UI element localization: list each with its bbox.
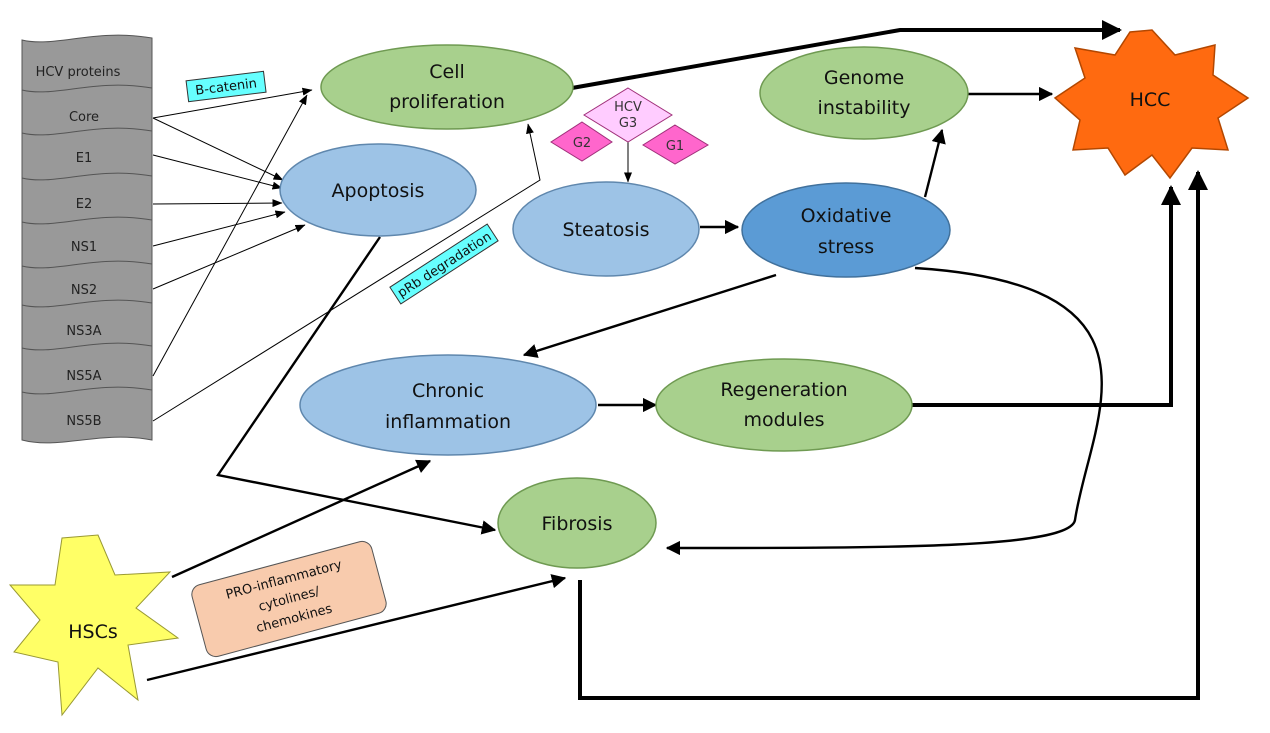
regeneration-modules-label-2: modules bbox=[743, 409, 824, 431]
tag-pro-inflammatory: PRO-inflammatory cytolines/ chemokines bbox=[191, 540, 387, 658]
arrow-e1-to-apoptosis bbox=[152, 154, 283, 190]
protein-banner-ns5b: NS5B bbox=[21, 386, 153, 444]
protein-label-e2: E2 bbox=[76, 197, 93, 212]
protein-header-label: HCV proteins bbox=[36, 65, 121, 80]
pathway-arrows bbox=[146, 20, 1208, 700]
arrow-ns1-to-apoptosis bbox=[152, 210, 286, 247]
tag-prb-degradation-label: pRb degradation bbox=[395, 229, 494, 301]
cell-proliferation-label-1: Cell bbox=[429, 61, 465, 83]
genotype-g1-label: G1 bbox=[666, 139, 684, 154]
arrow-hscs-to-inflammation bbox=[171, 459, 432, 579]
arrow-oxidative-to-inflammation bbox=[522, 273, 777, 358]
tag-beta-catenin-label: B-catenin bbox=[195, 76, 258, 98]
protein-arrows bbox=[152, 87, 541, 422]
protein-label-ns2: NS2 bbox=[71, 283, 97, 298]
steatosis-label: Steatosis bbox=[563, 219, 650, 241]
protein-label-ns1: NS1 bbox=[71, 240, 97, 255]
arrow-oxidative-to-fibrosis bbox=[665, 266, 1103, 556]
hcv-genotypes: G2 G1 HCV G3 bbox=[550, 87, 709, 165]
genotype-g3-label-2: G3 bbox=[619, 116, 637, 131]
node-hscs: HSCs bbox=[8, 534, 180, 717]
genome-instability-label-1: Genome bbox=[824, 67, 904, 89]
cell-proliferation-label-2: proliferation bbox=[389, 91, 505, 113]
node-apoptosis: Apoptosis bbox=[279, 143, 477, 237]
chronic-inflammation-label-2: inflammation bbox=[385, 411, 511, 433]
node-cell-proliferation: Cell proliferation bbox=[320, 44, 574, 130]
node-oxidative-stress: Oxidative stress bbox=[741, 182, 951, 278]
node-hcc: HCC bbox=[1053, 29, 1250, 180]
arrow-oxidative-to-genome bbox=[923, 128, 946, 198]
hscs-label: HSCs bbox=[68, 621, 118, 643]
tag-beta-catenin: B-catenin bbox=[185, 70, 267, 103]
node-fibrosis: Fibrosis bbox=[497, 477, 657, 569]
protein-label-ns5b: NS5B bbox=[66, 414, 101, 429]
protein-label-ns3a: NS3A bbox=[66, 324, 101, 339]
node-steatosis: Steatosis bbox=[512, 181, 700, 277]
fibrosis-label: Fibrosis bbox=[542, 513, 613, 535]
chronic-inflammation-label-1: Chronic bbox=[412, 380, 484, 402]
arrow-core-to-apoptosis bbox=[152, 117, 284, 181]
tag-prb-degradation: pRb degradation bbox=[389, 223, 499, 305]
arrow-hscs-to-fibrosis bbox=[146, 574, 567, 682]
arrow-e2-to-apoptosis bbox=[152, 199, 283, 208]
arrow-ns2-to-apoptosis bbox=[152, 224, 306, 290]
apoptosis-label: Apoptosis bbox=[332, 180, 425, 202]
arrow-ns5a-to-proliferation bbox=[152, 94, 308, 377]
hcc-label: HCC bbox=[1130, 89, 1171, 111]
genome-instability-label-2: instability bbox=[818, 97, 911, 119]
genotype-g2: G2 bbox=[550, 121, 613, 162]
genotype-g2-label: G2 bbox=[573, 136, 591, 151]
genotype-g1: G1 bbox=[642, 124, 709, 165]
node-chronic-inflammation: Chronic inflammation bbox=[299, 354, 597, 456]
regeneration-modules-label-1: Regeneration bbox=[720, 379, 847, 401]
protein-label-e1: E1 bbox=[76, 151, 93, 166]
protein-label-core: Core bbox=[69, 110, 99, 125]
arrow-fibrosis-to-hcc bbox=[578, 170, 1208, 700]
genotype-g3-label-1: HCV bbox=[614, 100, 642, 115]
arrow-core-to-proliferation bbox=[152, 87, 313, 119]
arrow-apoptosis-to-fibrosis bbox=[215, 236, 497, 535]
genotype-g3: HCV G3 bbox=[583, 87, 673, 143]
oxidative-stress-label-2: stress bbox=[818, 236, 874, 258]
arrow-regeneration-to-hcc bbox=[912, 185, 1181, 407]
oxidative-stress-label-1: Oxidative bbox=[801, 205, 892, 227]
protein-label-ns5a: NS5A bbox=[66, 369, 101, 384]
arrow-proliferation-to-hcc bbox=[571, 20, 1122, 90]
hcv-protein-banners: HCV proteins Core E1 E2 NS1 NS2 NS3A NS bbox=[21, 34, 153, 444]
node-genome-instability: Genome instability bbox=[759, 46, 969, 140]
node-regeneration-modules: Regeneration modules bbox=[655, 358, 913, 452]
arrow-ns5b-to-proliferation bbox=[152, 123, 541, 422]
